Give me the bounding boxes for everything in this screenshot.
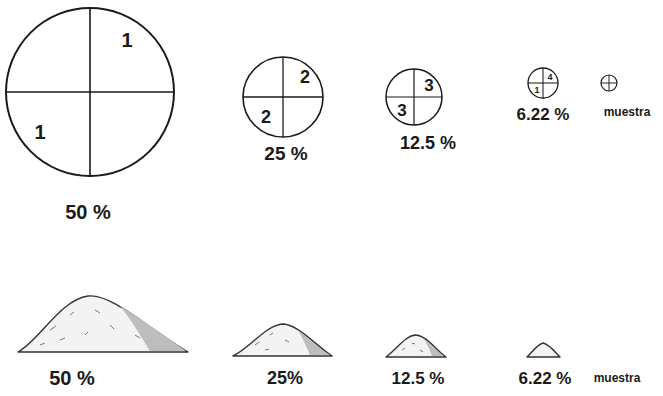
pile bbox=[527, 343, 560, 357]
quadrant-number: 2 bbox=[261, 108, 271, 126]
quadrant-number: 1 bbox=[34, 122, 45, 142]
quartered-circle: 1150 % bbox=[4, 6, 176, 178]
circle bbox=[601, 75, 617, 91]
quarter-line bbox=[542, 68, 543, 98]
sample-label: muestra bbox=[604, 106, 651, 118]
pile-label: muestra bbox=[594, 372, 641, 384]
percent-label: 6.22 % bbox=[517, 106, 570, 123]
pile-label: 25% bbox=[267, 369, 303, 387]
pile-label: 6.22 % bbox=[519, 370, 572, 387]
circle-outline bbox=[599, 73, 619, 93]
grain bbox=[402, 343, 423, 352]
circle-outline bbox=[384, 67, 444, 127]
quartered-circle: 416.22 % bbox=[526, 66, 560, 100]
pile-label: 50 % bbox=[49, 368, 95, 388]
pile-shade bbox=[120, 306, 186, 351]
circle bbox=[528, 68, 558, 98]
percent-label: 50 % bbox=[65, 202, 111, 222]
quadrant-number: 3 bbox=[424, 77, 433, 94]
pile-shade bbox=[298, 330, 330, 355]
quartered-circle: 3312.5 % bbox=[384, 67, 444, 127]
pile-texture bbox=[40, 310, 423, 352]
percent-label: 12.5 % bbox=[400, 134, 456, 152]
quarter-line bbox=[413, 69, 414, 125]
grain bbox=[255, 333, 289, 350]
quartered-circle: 2225 % bbox=[241, 55, 325, 139]
pile bbox=[386, 335, 446, 357]
circle-outline bbox=[241, 55, 325, 139]
grain bbox=[40, 310, 140, 345]
quarter-line bbox=[609, 75, 610, 91]
pile bbox=[18, 296, 188, 352]
circle-outline bbox=[4, 6, 176, 178]
circle bbox=[6, 8, 174, 176]
quadrant-number: 4 bbox=[547, 73, 552, 82]
quadrant-number: 1 bbox=[534, 86, 539, 95]
pile bbox=[233, 324, 332, 356]
quarter-line bbox=[89, 8, 91, 176]
quadrant-number: 2 bbox=[300, 68, 310, 86]
quarter-line bbox=[282, 57, 283, 137]
pile-shade bbox=[424, 339, 444, 356]
circle-outline bbox=[526, 66, 560, 100]
circle bbox=[386, 69, 442, 125]
quartered-circle: muestra bbox=[599, 73, 619, 93]
circle bbox=[243, 57, 323, 137]
percent-label: 25 % bbox=[264, 144, 307, 163]
pile-label: 12.5 % bbox=[392, 370, 445, 387]
quadrant-number: 3 bbox=[397, 102, 406, 119]
quadrant-number: 1 bbox=[121, 30, 132, 50]
